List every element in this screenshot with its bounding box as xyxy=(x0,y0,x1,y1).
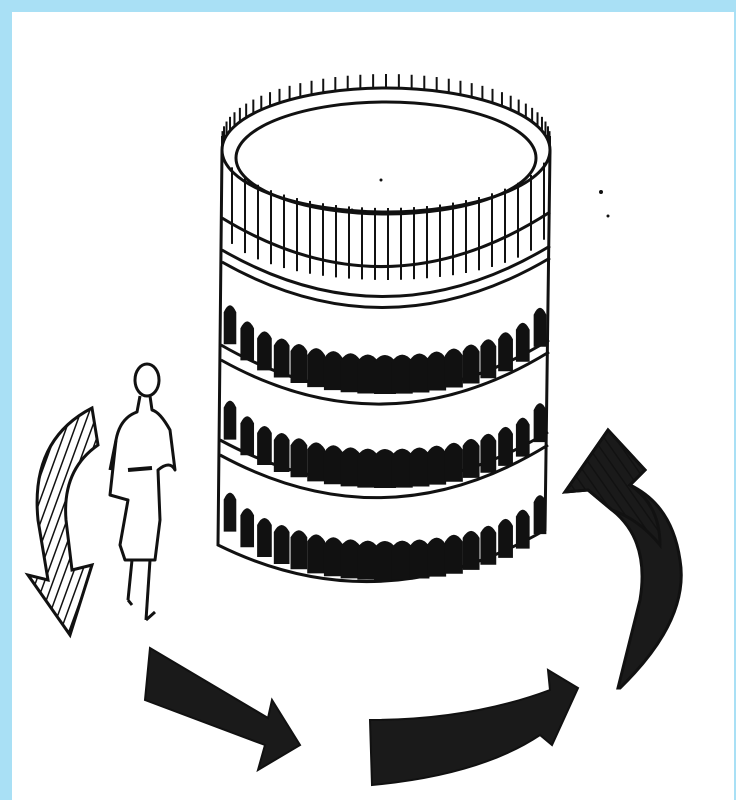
arch-opening xyxy=(480,526,496,565)
arch-opening xyxy=(274,525,290,564)
arch-opening xyxy=(463,531,480,570)
arch-opening xyxy=(409,540,429,579)
pilasters xyxy=(232,163,544,280)
arch-opening xyxy=(240,508,254,547)
arch-opening xyxy=(409,448,429,487)
arch-opening xyxy=(498,519,513,558)
arrow-left-down xyxy=(28,408,98,635)
arch-opening xyxy=(257,331,272,370)
arch-opening xyxy=(240,416,254,455)
arch-opening xyxy=(445,535,463,574)
arch-opening xyxy=(257,426,272,465)
arch-opening xyxy=(409,353,429,392)
arch-opening xyxy=(516,323,530,362)
arch-opening xyxy=(291,438,308,477)
arrow-bottom-2 xyxy=(370,670,578,785)
arch-opening xyxy=(224,493,237,532)
arch-opening xyxy=(307,534,325,573)
arch-opening xyxy=(534,403,547,442)
crown-ticks xyxy=(222,74,550,150)
arch-opening xyxy=(324,537,343,576)
arch-opening xyxy=(307,348,325,387)
arch-opening xyxy=(516,510,530,549)
arch-opening xyxy=(463,345,480,384)
arch-opening xyxy=(516,418,530,457)
arch-opening xyxy=(224,401,237,440)
arch-opening xyxy=(257,518,272,557)
arch-opening xyxy=(291,344,308,383)
arch-opening xyxy=(427,538,446,577)
arch-row-1 xyxy=(224,305,547,394)
arch-opening xyxy=(463,439,480,478)
arch-opening xyxy=(445,349,463,388)
arch-opening xyxy=(498,332,513,371)
arch-opening xyxy=(480,339,496,378)
arch-opening xyxy=(291,530,308,569)
arch-opening xyxy=(307,442,325,481)
arch-opening xyxy=(498,427,513,466)
arch-opening xyxy=(427,351,446,390)
arch-opening xyxy=(274,339,290,378)
arch-row-2 xyxy=(224,401,547,488)
arch-opening xyxy=(224,305,237,344)
arrow-bottom-1 xyxy=(145,648,300,770)
arch-opening xyxy=(240,321,254,360)
arch-opening xyxy=(445,443,463,482)
arch-opening xyxy=(534,495,547,534)
walking-figure xyxy=(110,364,175,620)
arch-opening xyxy=(324,445,343,484)
arrow-right-up xyxy=(565,430,681,688)
arch-opening xyxy=(274,433,290,472)
arch-opening xyxy=(480,434,496,473)
arch-opening xyxy=(534,308,547,347)
arch-opening xyxy=(427,446,446,485)
arch-opening xyxy=(324,351,343,390)
